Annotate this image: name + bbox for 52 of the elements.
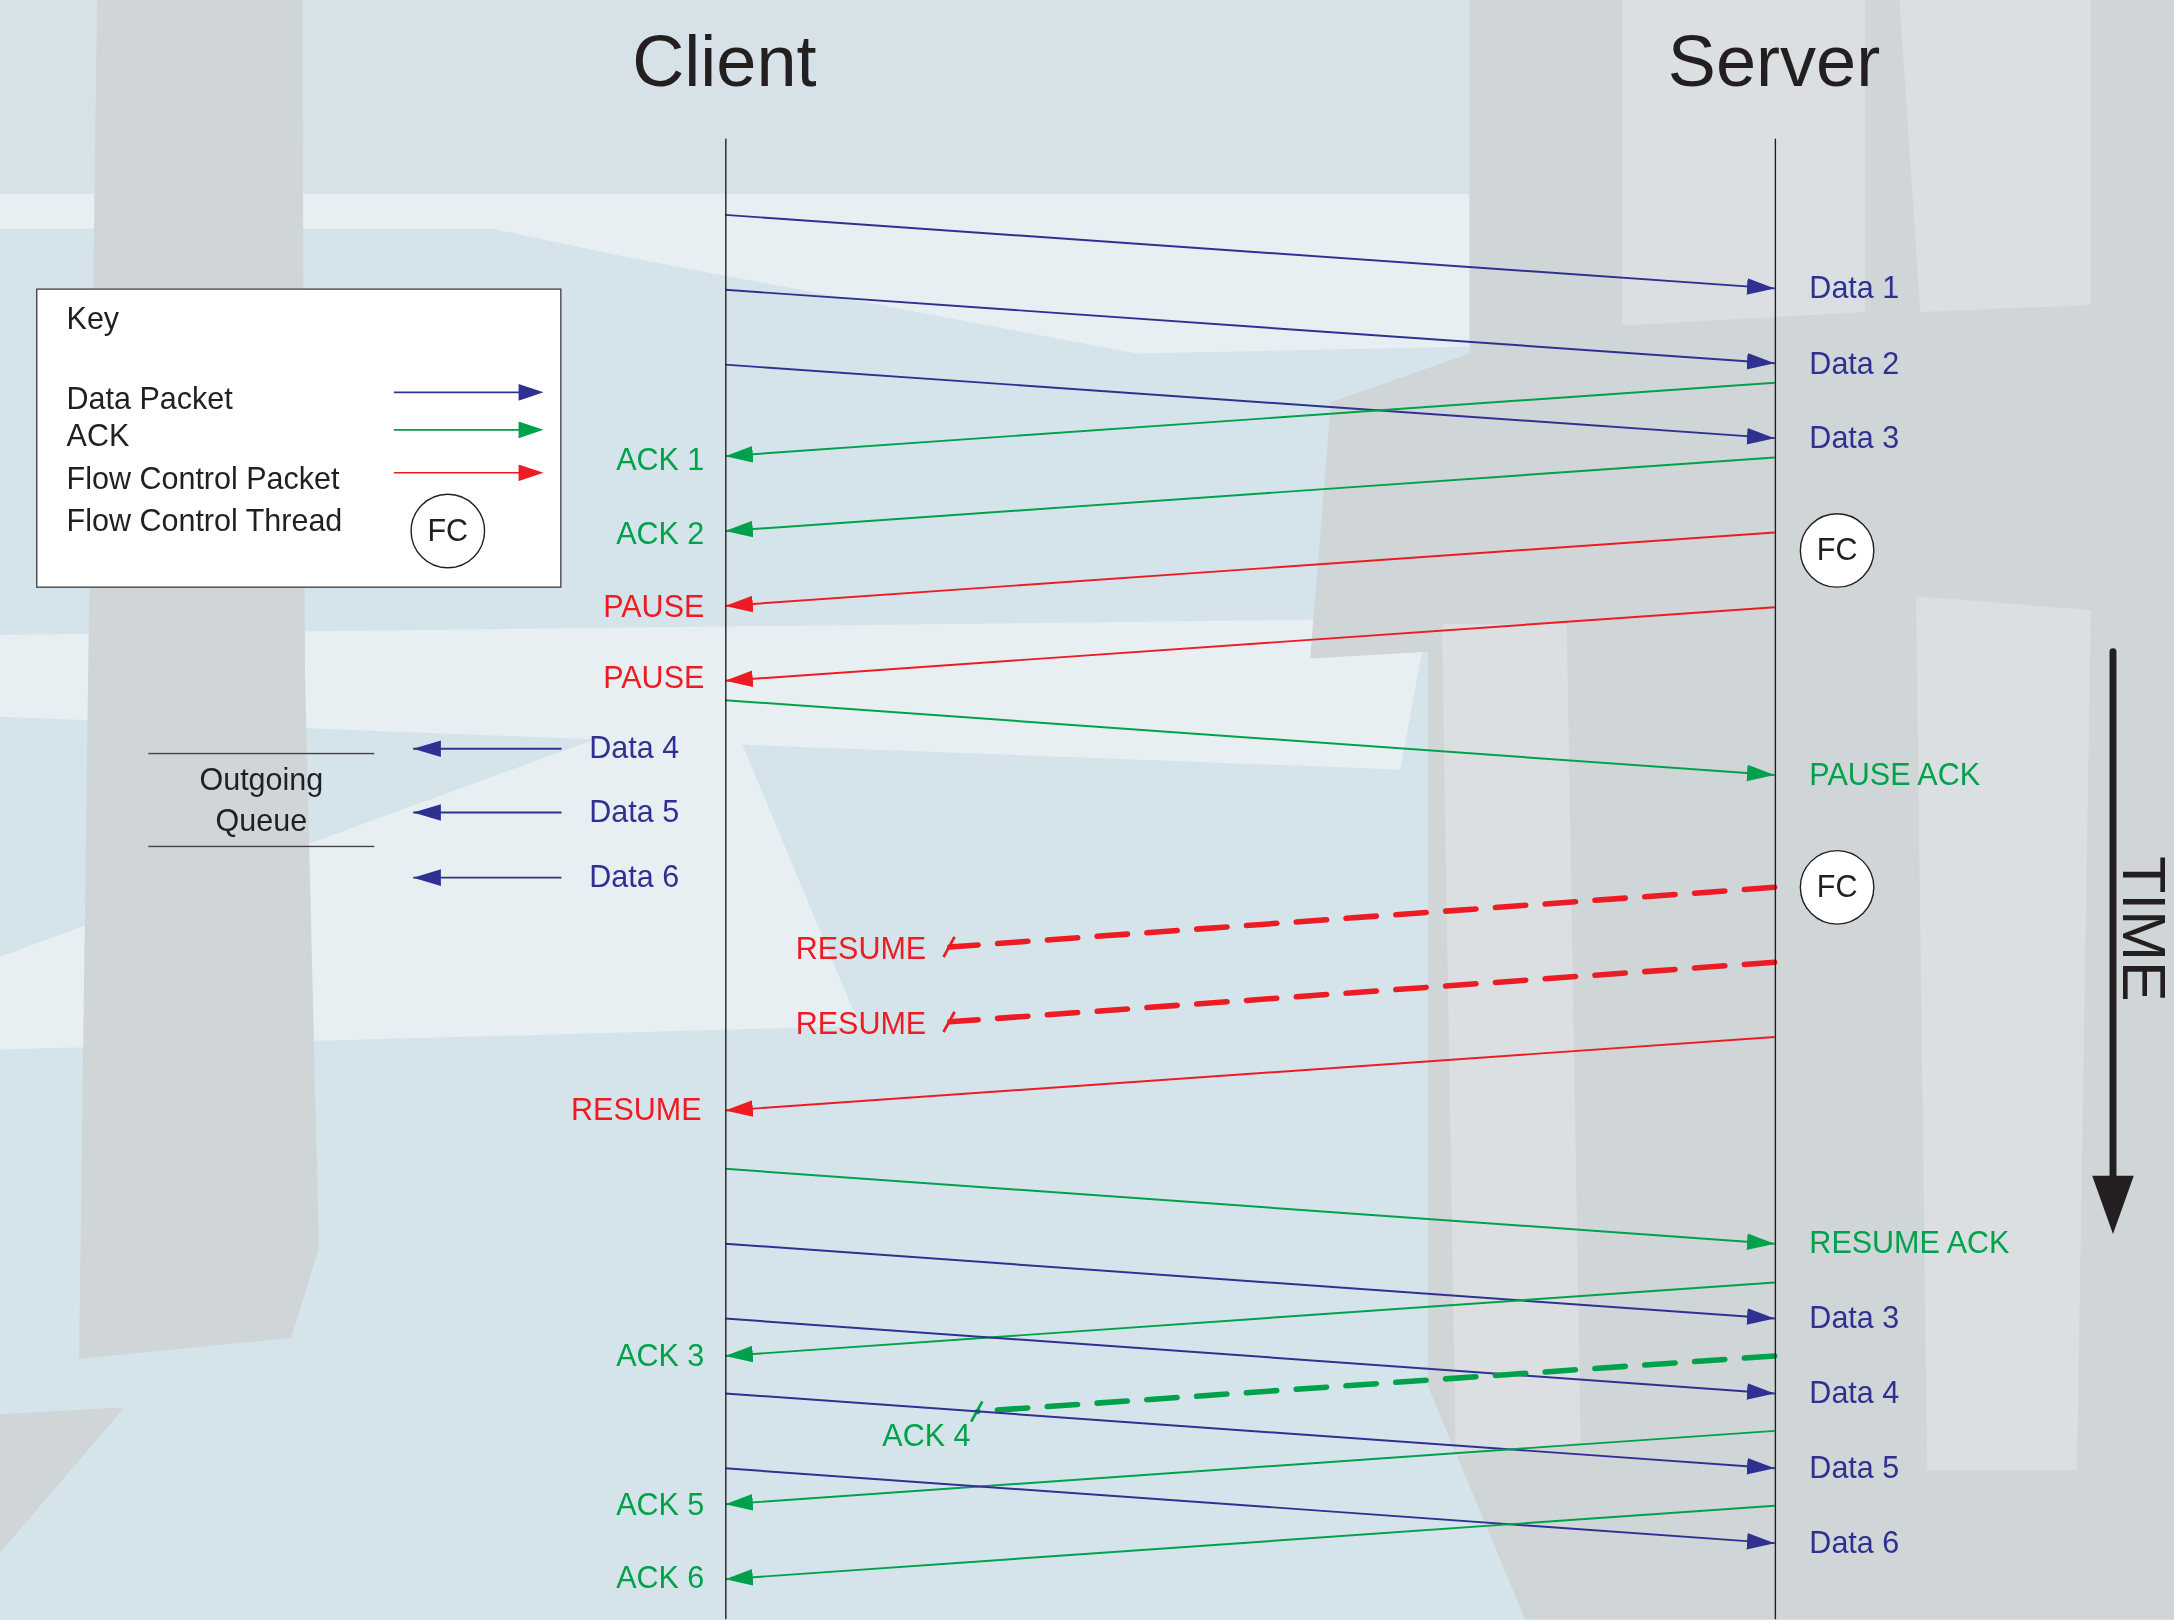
message-arrow	[724, 288, 1776, 370]
queue-label: Outgoing Queue	[148, 752, 375, 848]
legend-heading: Key	[66, 300, 120, 337]
message-label: Data 6	[1809, 1525, 1900, 1562]
message-arrow	[412, 804, 563, 821]
message-label: RESUME	[571, 1092, 702, 1129]
message-label: PAUSE	[603, 589, 705, 626]
message-arrow	[724, 1036, 1776, 1117]
message-arrow	[724, 363, 1776, 445]
lifeline-heading: Server	[1666, 19, 1882, 103]
message-arrow	[724, 1467, 1776, 1550]
message-arrow	[724, 531, 1776, 613]
message-arrow	[724, 213, 1776, 295]
message-arrow	[724, 1392, 1776, 1475]
message-arrow	[724, 699, 1776, 782]
legend-label: Flow Control Thread	[66, 503, 343, 540]
message-arrow	[724, 1504, 1776, 1586]
message-arrow	[724, 1429, 1776, 1511]
legend-label: Flow Control Packet	[66, 461, 340, 498]
message-label: Data 4	[1809, 1375, 1900, 1412]
message-arrow	[724, 381, 1776, 463]
message-label: ACK 3	[616, 1337, 705, 1374]
message-arrow	[412, 869, 563, 886]
message-label: Data 5	[1809, 1450, 1900, 1487]
message-label: ACK 6	[616, 1559, 705, 1596]
message-label: PAUSE	[603, 659, 705, 696]
message-label: PAUSE ACK	[1809, 757, 1980, 794]
message-arrow	[724, 456, 1776, 538]
message-arrow	[724, 1167, 1776, 1250]
message-arrow	[724, 606, 1776, 688]
message-label: Data 3	[1809, 420, 1900, 457]
time-label: TIME	[2115, 855, 2172, 1004]
message-label: ACK 1	[616, 442, 705, 479]
message-label: ACK 4	[882, 1418, 971, 1455]
message-label: ACK 5	[616, 1487, 705, 1524]
message-arrow	[724, 1317, 1776, 1400]
message-label: RESUME	[795, 1006, 927, 1043]
message-label: ACK 2	[616, 515, 705, 552]
message-label: Data 3	[1809, 1300, 1900, 1337]
message-arrow	[724, 1242, 1776, 1325]
message-label: Data 1	[1809, 270, 1900, 307]
message-arrow	[412, 740, 563, 757]
message-arrow	[724, 1281, 1776, 1363]
lifeline-heading: Client	[631, 19, 818, 103]
message-label: RESUME ACK	[1809, 1225, 2010, 1262]
legend-label: ACK	[66, 418, 130, 455]
message-label: RESUME	[795, 931, 927, 968]
queued-packet-label: Data 6	[561, 859, 680, 896]
message-label: Data 2	[1809, 346, 1900, 383]
queued-packet-label: Data 4	[561, 730, 680, 767]
legend-label: Data Packet	[66, 381, 233, 418]
queued-packet-label: Data 5	[561, 794, 680, 831]
